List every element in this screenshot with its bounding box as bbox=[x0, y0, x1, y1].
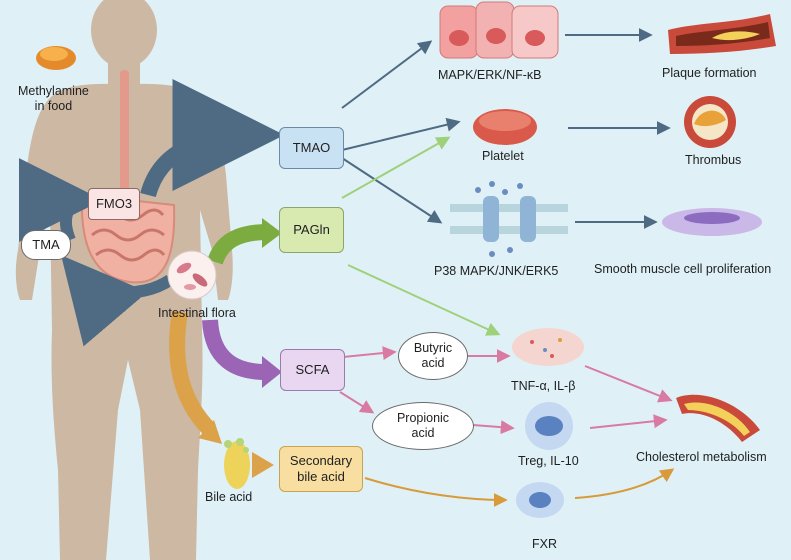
cholesterol-artery-illustration bbox=[676, 394, 760, 442]
bile-to-secondary-arrow bbox=[252, 452, 274, 478]
intestinal-flora-label: Intestinal flora bbox=[158, 306, 236, 320]
butyric-acid-oval: Butyric acid bbox=[398, 332, 468, 380]
treg-cell-illustration bbox=[525, 402, 573, 450]
tnf-label: TNF-α, IL-β bbox=[511, 379, 576, 393]
flora-to-pagln-arrow bbox=[207, 224, 269, 265]
scfa-box: SCFA bbox=[280, 349, 345, 391]
smooth-muscle-cells-illustration bbox=[662, 208, 762, 236]
treg-label: Treg, IL-10 bbox=[518, 454, 579, 468]
tma-to-fmo3-arrow bbox=[18, 158, 103, 243]
gallbladder-icon bbox=[224, 438, 250, 489]
tmao-box: TMAO bbox=[279, 127, 344, 169]
fmo3-box: FMO3 bbox=[88, 188, 140, 220]
platelet-label: Platelet bbox=[482, 149, 524, 163]
intestinal-flora-icon bbox=[167, 250, 217, 300]
cell-cluster-illustration bbox=[439, 1, 559, 59]
plaque-artery-illustration bbox=[668, 14, 776, 54]
methylamine-label: Methylamine in food bbox=[18, 84, 89, 113]
bile-acid-label: Bile acid bbox=[205, 490, 253, 504]
thrombus-label: Thrombus bbox=[685, 153, 742, 167]
membrane-channel-illustration bbox=[450, 181, 568, 257]
thrombus-illustration bbox=[684, 96, 736, 148]
propionic-acid-oval: Propionic acid bbox=[372, 402, 474, 450]
mapk-label: MAPK/ERK/NF-κB bbox=[438, 68, 542, 82]
tma-box: TMA bbox=[21, 230, 71, 260]
inflammation-tissue-illustration bbox=[512, 328, 584, 366]
flora-to-bile-acid-arrow bbox=[169, 310, 216, 436]
fmo3-to-tmao-arrow bbox=[140, 79, 285, 198]
food-icon bbox=[36, 46, 76, 70]
flora-to-scfa-arrow bbox=[202, 319, 267, 380]
p38-label: P38 MAPK/JNK/ERK5 bbox=[434, 264, 559, 278]
secondary-bile-acid-box: Secondary bile acid bbox=[279, 446, 363, 492]
smooth-muscle-label: Smooth muscle cell proliferation bbox=[594, 262, 772, 276]
flora-to-tma-arrow bbox=[61, 255, 174, 347]
pagln-box: PAGln bbox=[279, 207, 344, 253]
fxr-cell-illustration bbox=[516, 482, 564, 518]
plaque-formation-label: Plaque formation bbox=[662, 66, 757, 80]
cholesterol-metabolism-label: Cholesterol metabolism bbox=[636, 450, 767, 464]
esophagus bbox=[120, 70, 129, 195]
fxr-label: FXR bbox=[532, 537, 557, 551]
